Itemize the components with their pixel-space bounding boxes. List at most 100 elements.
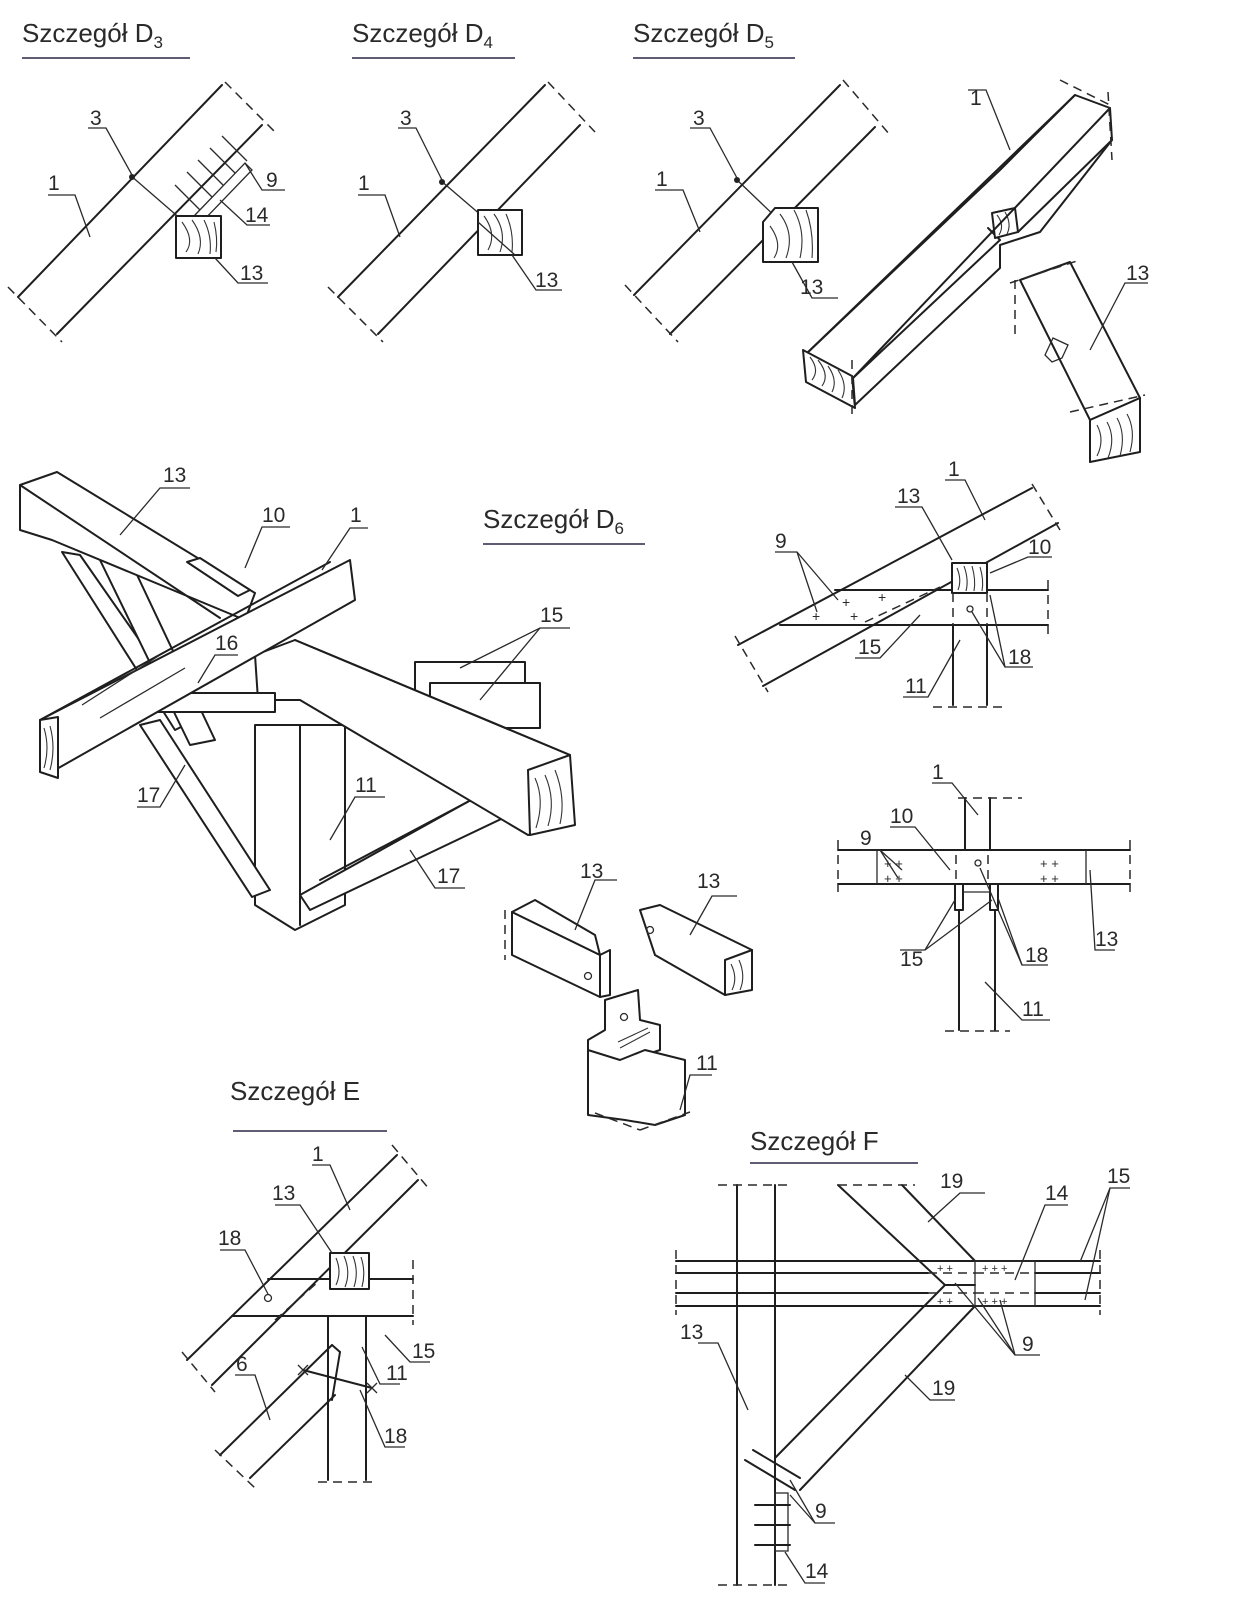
detail-f: Szczegół F [675, 1126, 1130, 1586]
detail-d6-title: Szczegół D6 [483, 504, 624, 538]
clamp [231, 1260, 414, 1325]
nail-mark: + + + [982, 1296, 1007, 1308]
label-nails-bottom: 9 [815, 1500, 827, 1523]
leader-lines [48, 127, 285, 284]
mark-dot [129, 174, 135, 180]
label-purlin-iso: 13 [1126, 262, 1149, 285]
rafter [181, 1144, 431, 1393]
label-bolt-bottom: 18 [384, 1425, 407, 1448]
label-plate-bottom: 14 [805, 1560, 829, 1583]
purlin-section [329, 1252, 370, 1290]
label-brace-top: 19 [940, 1170, 963, 1193]
purlin-section [175, 215, 222, 259]
label-brace-right: 17 [437, 865, 460, 888]
label-post: 11 [696, 1052, 718, 1075]
detail-d5-title: Szczegół D5 [633, 18, 774, 52]
label-clamp: 15 [412, 1340, 435, 1363]
nail-mark: + [878, 589, 886, 605]
nail-mark: + + [884, 871, 903, 886]
label-post: 13 [680, 1321, 703, 1344]
post [933, 593, 1003, 708]
rafter-iso [802, 79, 1113, 420]
pad-hatching [81, 654, 186, 719]
rafter [734, 483, 1061, 693]
leader-lines [220, 1164, 430, 1448]
nail-plates: + + + + + + + + + + [928, 1260, 1036, 1308]
detail-d3: Szczegół D3 1 3 [7, 18, 285, 343]
nails [174, 135, 253, 223]
purlin-section [762, 207, 819, 263]
purlin-section [951, 562, 988, 594]
label-purlin: 13 [1095, 928, 1118, 951]
tie-beam [186, 557, 251, 597]
label-bolt-top: 18 [218, 1227, 241, 1250]
leader-lines [860, 782, 1115, 1021]
nail-mark: + [850, 608, 858, 624]
leader-lines [119, 487, 570, 889]
label-post: 11 [1022, 998, 1044, 1021]
label-plate: 14 [245, 204, 269, 227]
label-brace-left: 17 [137, 784, 160, 807]
label-nails: 9 [775, 530, 787, 553]
detail-d4: Szczegół D4 1 3 13 [327, 18, 596, 343]
detail-e-title: Szczegół E [230, 1076, 360, 1106]
leader-lines [358, 127, 562, 291]
nail-mark: + + + [982, 1263, 1007, 1275]
bolt [302, 1369, 373, 1389]
purlin-iso [1009, 259, 1148, 463]
clamp-beam: + + + + + + + + [837, 840, 1131, 892]
label-purlin: 13 [240, 262, 263, 285]
strut [214, 1344, 341, 1489]
nail-mark: + + [1040, 856, 1059, 871]
detail-d6-front-view: + + + + + + + + 1 10 [837, 761, 1131, 1032]
detail-f-title: Szczegół F [750, 1126, 879, 1156]
nail-mark: + + [937, 1296, 953, 1308]
label-rafter: 1 [932, 761, 944, 784]
label-purlin: 13 [800, 276, 823, 299]
label-nails: 9 [266, 169, 278, 192]
label-clamps: 15 [540, 604, 563, 627]
label-clamps: 15 [1107, 1165, 1130, 1188]
label-clamp: 15 [858, 636, 881, 659]
detail-e: Szczegół E [181, 1076, 435, 1489]
label-brace-bottom: 19 [932, 1377, 955, 1400]
label-plate-top: 14 [1045, 1182, 1069, 1205]
label-purlin: 13 [535, 269, 558, 292]
label-rafter: 1 [312, 1143, 324, 1166]
label-purlin: 13 [163, 464, 186, 487]
label-purlin-right: 13 [697, 870, 720, 893]
detail-d3-title: Szczegół D3 [22, 18, 163, 52]
nail-mark: + + [1040, 871, 1059, 886]
brace-left [139, 719, 271, 898]
detail-d6-isometric: Szczegół D6 [19, 464, 645, 931]
label-strut: 6 [236, 1353, 248, 1376]
rafter [7, 81, 279, 343]
nail-mark: + + [937, 1263, 953, 1275]
detail-d5: Szczegół D5 1 3 13 [624, 18, 1149, 463]
label-purlin: 13 [897, 485, 920, 508]
label-nails: 9 [860, 827, 872, 850]
label-clamps: 15 [900, 948, 923, 971]
mark-dot [439, 179, 445, 185]
clamp: + + + + [779, 580, 1049, 635]
detail-d6-side-view: + + + + 1 13 10 [734, 458, 1061, 708]
label-rafter-iso: 1 [970, 87, 982, 110]
post-piece [587, 1049, 686, 1126]
nail-mark: + [812, 608, 820, 624]
leader-lines [775, 479, 1052, 698]
label-tie: 10 [890, 805, 913, 828]
rafter [624, 79, 891, 343]
label-post: 11 [355, 774, 377, 797]
label-purlin: 13 [272, 1182, 295, 1205]
post [945, 909, 1010, 1032]
label-rafter: 1 [48, 172, 60, 195]
label-rafter: 1 [358, 172, 370, 195]
rafter [327, 81, 596, 343]
purlin-section [477, 209, 523, 256]
label-nails-top: 9 [1022, 1333, 1034, 1356]
leader-lines [574, 879, 737, 1111]
leader-lines [655, 127, 838, 299]
label-tie: 10 [1028, 536, 1051, 559]
label-purlin-mark: 3 [693, 107, 705, 130]
